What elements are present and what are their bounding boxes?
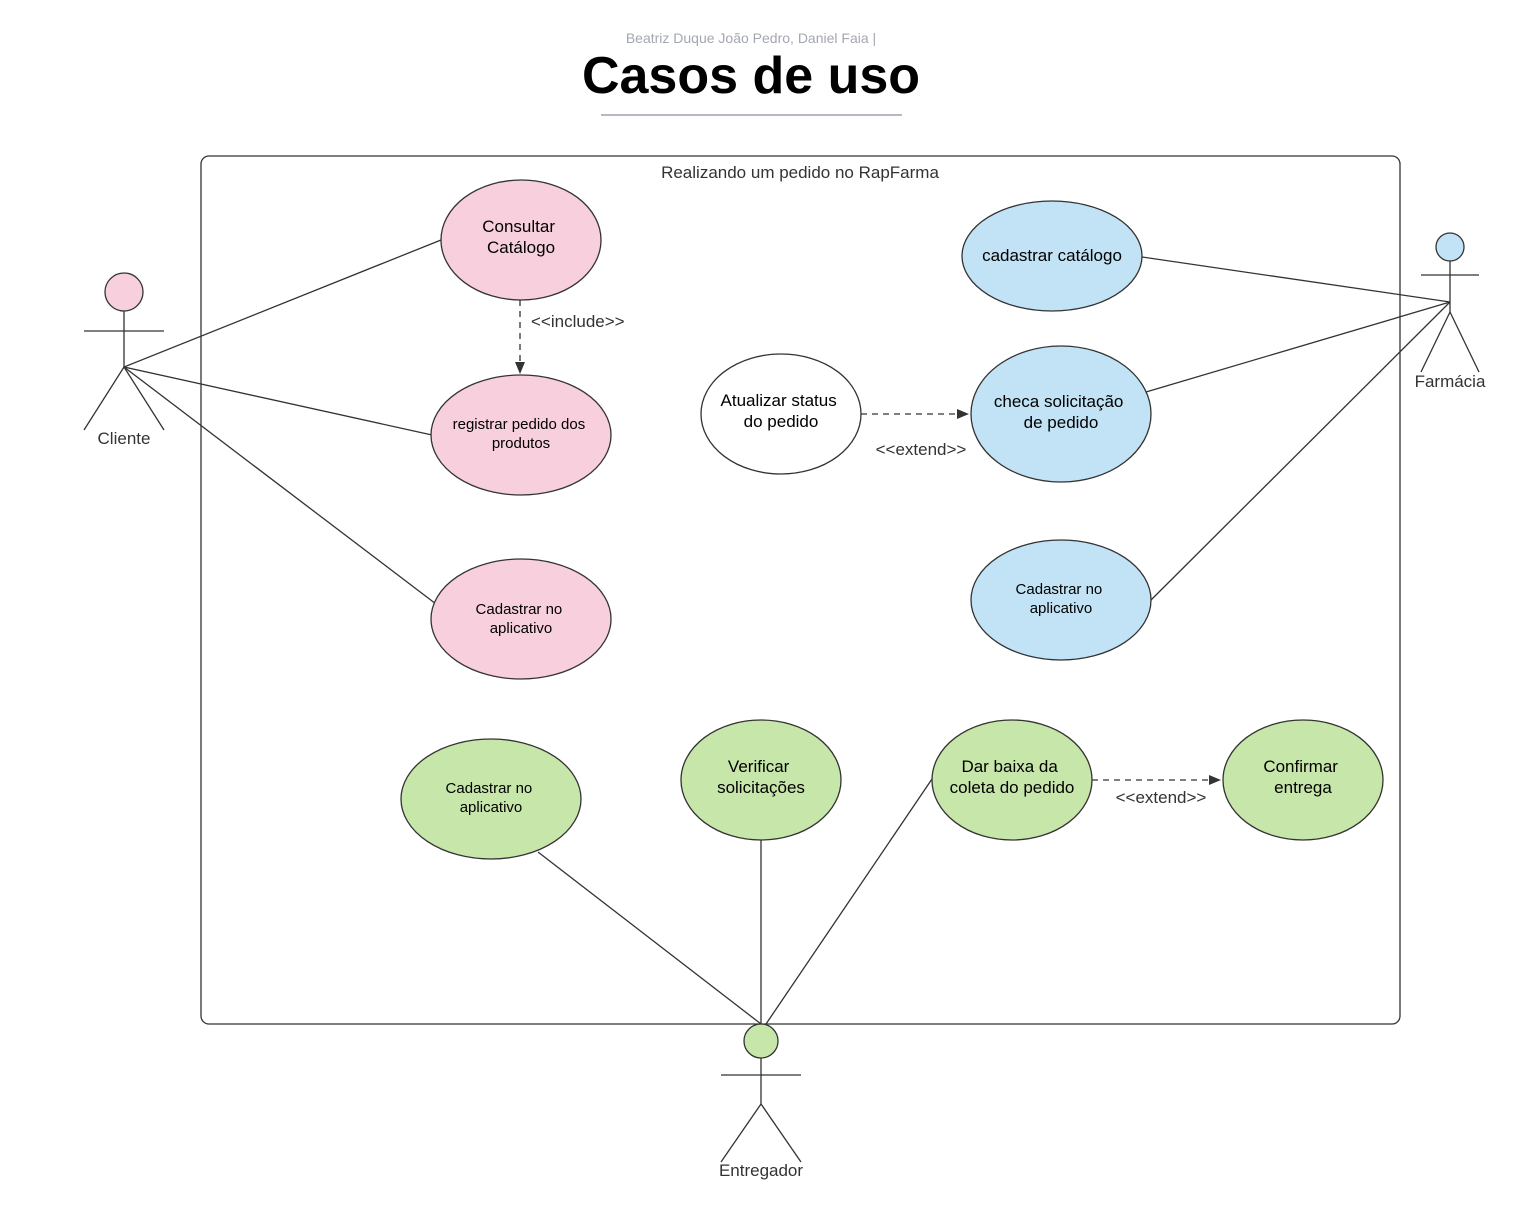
- usecase-label: Confirmar entrega: [1263, 757, 1342, 797]
- assoc-cliente-cadastrar: [123, 366, 437, 605]
- extend-label-entrega: <<extend>>: [1116, 788, 1207, 807]
- actor-head: [104, 272, 144, 312]
- usecase-shape: [680, 719, 842, 841]
- assoc-farmacia-cadastrar: [1150, 301, 1451, 601]
- dependencies: <<include>> <<extend>> <<extend>>: [515, 300, 1221, 807]
- usecase-shape: [400, 738, 582, 860]
- usecase-label: Atualizar status do pedido: [721, 391, 842, 431]
- usecase-dar-baixa[interactable]: Dar baixa da coleta do pedido: [931, 719, 1093, 841]
- actor-label: Cliente: [98, 429, 151, 448]
- assoc-entregador-cadastrar: [537, 851, 762, 1025]
- usecase-shape: [961, 200, 1143, 312]
- assoc-farmacia-checa: [1145, 301, 1451, 393]
- usecase-label: Consultar Catálogo: [482, 217, 560, 257]
- usecase-shape: [931, 719, 1093, 841]
- usecase-shape: [1222, 719, 1384, 841]
- actor-head: [1435, 232, 1465, 262]
- extend-label-status: <<extend>>: [876, 440, 967, 459]
- actor-head: [743, 1023, 779, 1059]
- actor-entregador[interactable]: Entregador: [719, 1023, 803, 1180]
- usecase-shape: [700, 353, 862, 475]
- assoc-farmacia-catalogo: [1141, 256, 1451, 303]
- usecase-shape: [970, 345, 1152, 483]
- assoc-entregador-dar-baixa: [765, 778, 933, 1025]
- usecase-shape: [430, 558, 612, 680]
- usecase-label: checa solicitação de pedido: [994, 392, 1128, 432]
- usecase-verificar-solicitacoes[interactable]: Verificar solicitações: [680, 719, 842, 841]
- usecase-label: Verificar solicitações: [717, 757, 805, 797]
- system-boundary: [200, 155, 1401, 1025]
- usecase-registrar-pedido[interactable]: registrar pedido dos produtos: [430, 374, 612, 496]
- associations: [123, 239, 1451, 1025]
- usecase-label: Cadastrar no aplicativo: [1016, 581, 1107, 617]
- assoc-cliente-registrar: [123, 366, 433, 436]
- system-boundary-label: Realizando um pedido no RapFarma: [661, 163, 939, 182]
- diagram-title: Casos de uso: [582, 47, 920, 105]
- usecase-cadastrar-catalogo[interactable]: cadastrar catálogo: [961, 200, 1143, 312]
- usecase-label: Dar baixa da coleta do pedido: [950, 757, 1075, 797]
- assoc-cliente-consultar: [123, 239, 442, 368]
- actor-cliente[interactable]: Cliente: [83, 272, 165, 448]
- diagram-subtitle: Beatriz Duque João Pedro, Daniel Faia |: [626, 30, 876, 46]
- usecase-label: Cadastrar no aplicativo: [476, 601, 567, 637]
- usecase-cadastrar-farmacia[interactable]: Cadastrar no aplicativo: [970, 539, 1152, 661]
- usecase-confirmar-entrega[interactable]: Confirmar entrega: [1222, 719, 1384, 841]
- usecase-checa-solicitacao[interactable]: checa solicitação de pedido: [970, 345, 1152, 483]
- usecase-shape: [430, 374, 612, 496]
- usecase-consultar-catalogo[interactable]: Consultar Catálogo: [440, 179, 602, 301]
- actor-farmacia[interactable]: Farmácia: [1415, 232, 1486, 391]
- usecase-cadastrar-entregador[interactable]: Cadastrar no aplicativo: [400, 738, 582, 860]
- usecase-shape: [970, 539, 1152, 661]
- usecase-cadastrar-cliente[interactable]: Cadastrar no aplicativo: [430, 558, 612, 680]
- usecase-atualizar-status[interactable]: Atualizar status do pedido: [700, 353, 862, 475]
- usecase-label: registrar pedido dos produtos: [453, 416, 590, 452]
- usecase-shape: [440, 179, 602, 301]
- actor-label: Farmácia: [1415, 372, 1486, 391]
- include-label: <<include>>: [531, 312, 625, 331]
- usecase-label: Cadastrar no aplicativo: [446, 780, 537, 816]
- actor-label: Entregador: [719, 1161, 803, 1180]
- usecase-label: cadastrar catálogo: [982, 246, 1122, 265]
